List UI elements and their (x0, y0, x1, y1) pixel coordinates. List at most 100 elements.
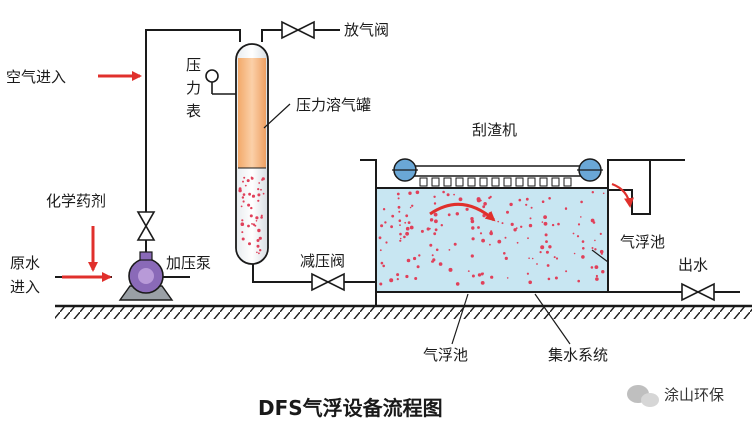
bubble (382, 208, 386, 211)
bubble (553, 256, 556, 259)
bubble (509, 202, 513, 207)
bubble (260, 188, 262, 191)
bubble (476, 197, 481, 202)
bubble (518, 198, 522, 202)
raw-water-label-1: 原水 (10, 254, 40, 272)
bubble (594, 239, 596, 242)
bubble (448, 267, 453, 272)
bubble (398, 210, 401, 213)
scraper-blade (551, 177, 560, 187)
bubble (242, 193, 246, 196)
ground (55, 304, 752, 319)
bubble (240, 222, 245, 226)
tank-bubbles (238, 176, 265, 255)
bubble (483, 202, 487, 206)
bubble (240, 205, 243, 208)
bubble (599, 249, 604, 254)
bubble (582, 247, 585, 250)
bubble (527, 237, 529, 240)
relief-valve-label: 减压阀 (300, 252, 345, 270)
gauge-label-2: 力 (186, 79, 201, 97)
scraper-blade (539, 177, 548, 187)
bubble (599, 232, 602, 235)
bubble (510, 222, 514, 226)
bubble (528, 280, 532, 285)
bubble (241, 196, 245, 199)
bubble (516, 241, 519, 244)
bubble (548, 197, 551, 200)
bubble (409, 206, 412, 209)
bubble (396, 278, 399, 281)
bubble (433, 212, 438, 217)
bubble (455, 212, 459, 216)
bubble (602, 192, 605, 195)
bubble (536, 263, 538, 265)
bubble (573, 252, 576, 255)
bubble (261, 177, 265, 181)
bubble (429, 227, 431, 230)
bubble (572, 232, 575, 235)
bubble (405, 274, 409, 279)
bubble (385, 241, 388, 244)
bubble (446, 193, 450, 197)
scraper-blade (503, 177, 512, 187)
bubble (471, 226, 475, 230)
bubble (251, 223, 253, 225)
bubble (591, 191, 594, 194)
scraper-blade (515, 177, 524, 187)
bubble (405, 231, 409, 236)
gauge-label-1: 压 (186, 56, 201, 74)
pump-label: 加压泵 (166, 254, 211, 272)
bubble (256, 244, 260, 248)
bubble (489, 243, 491, 246)
bubble (404, 221, 407, 224)
bubble (577, 223, 581, 226)
bubble (257, 228, 261, 233)
bubble (458, 197, 463, 202)
bubble (246, 179, 250, 183)
bubble (480, 281, 485, 285)
bubble (465, 207, 469, 211)
bubble (545, 250, 549, 254)
bubble (411, 204, 414, 207)
bubble (257, 193, 261, 197)
bubble (380, 224, 384, 228)
bubble (541, 200, 545, 203)
bubble (250, 176, 253, 179)
scraper-blade (431, 177, 440, 187)
bubble (501, 222, 504, 225)
bubble (426, 227, 430, 231)
bubble (397, 205, 401, 209)
bubble (455, 282, 460, 286)
flotation-bottom-label: 气浮池 (423, 346, 468, 364)
bubble (409, 225, 414, 230)
bubble (453, 193, 455, 196)
bubble (539, 251, 542, 254)
bubble (399, 232, 402, 236)
bubble (241, 219, 244, 222)
bubble (471, 237, 475, 241)
bubble (407, 221, 411, 225)
bubble (434, 219, 438, 224)
bubble (531, 257, 534, 260)
bubble (565, 270, 568, 273)
bubble (416, 265, 420, 269)
bubble (248, 192, 252, 196)
bubble (408, 191, 412, 195)
bubble (594, 265, 599, 269)
bubble (470, 217, 474, 221)
bubble (479, 232, 483, 235)
bubble (257, 188, 260, 191)
bubble (247, 224, 250, 228)
bubble (435, 248, 439, 252)
bubble (447, 213, 451, 217)
bubble (555, 257, 559, 260)
bubble (526, 272, 530, 275)
bubble (548, 245, 552, 249)
bubble (403, 235, 406, 239)
bubble (384, 221, 387, 224)
bubble (546, 264, 550, 267)
bubble (591, 247, 594, 249)
bubble (250, 206, 253, 210)
